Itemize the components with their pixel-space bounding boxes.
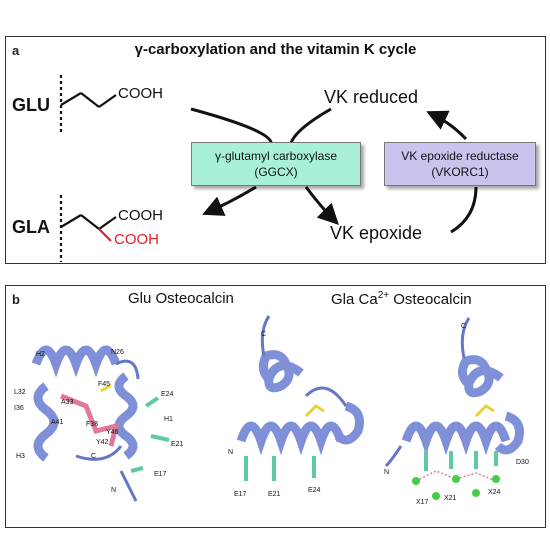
helix-right-top bbox=[457, 355, 504, 398]
res-h2: H2 bbox=[36, 351, 45, 358]
arrow-vk-epoxide-out bbox=[450, 186, 478, 234]
res-y42: Y42 bbox=[96, 439, 109, 446]
enzyme-vkorc1-box: VK epoxide reductase (VKORC1) bbox=[384, 142, 536, 186]
helix-right-low bbox=[401, 421, 511, 456]
enzyme-ggcx-name: γ-glutamyl carboxylase bbox=[214, 149, 338, 163]
middle-structure bbox=[236, 315, 364, 481]
res-e17-mid: E17 bbox=[234, 491, 247, 498]
calcium-ion-4 bbox=[472, 489, 480, 497]
res-c-left: C bbox=[91, 453, 96, 460]
enzyme-ggcx-abbrev: (GGCX) bbox=[254, 165, 298, 179]
calcium-ion-2 bbox=[432, 492, 440, 500]
glu-cooh: COOH bbox=[118, 85, 163, 102]
arrow-to-gla bbox=[202, 185, 257, 216]
arrow-vk-reduced-in bbox=[289, 107, 332, 144]
left-residue-labels: H2 N26 F45 L32 I36 A33 A41 F38 Y46 Y42 H… bbox=[14, 349, 184, 494]
vk-epoxide-label: VK epoxide bbox=[330, 223, 423, 243]
gla-cooh-added: COOH bbox=[114, 231, 159, 248]
loop-mid bbox=[260, 315, 348, 407]
arrow-to-vk-reduced bbox=[426, 110, 468, 141]
cycle-diagram bbox=[59, 75, 478, 262]
res-i36: I36 bbox=[14, 405, 24, 412]
res-c-mid: C bbox=[261, 331, 266, 338]
res-a41: A41 bbox=[51, 419, 64, 426]
res-n-left: N bbox=[111, 487, 116, 494]
res-h3: H3 bbox=[16, 453, 25, 460]
helix-h2 bbox=[31, 345, 121, 378]
res-a33: A33 bbox=[61, 399, 74, 406]
res-n26: N26 bbox=[111, 349, 124, 356]
right-structure bbox=[384, 317, 524, 500]
calcium-ion-5 bbox=[492, 475, 500, 483]
gla-title-prefix: Gla Ca bbox=[331, 291, 378, 308]
res-x24: X24 bbox=[488, 489, 501, 496]
helix-mid-right bbox=[334, 401, 364, 445]
side-right bbox=[424, 451, 498, 471]
helix-h3 bbox=[33, 382, 59, 462]
helix-mid-top bbox=[258, 350, 304, 393]
res-n-right: N bbox=[384, 469, 389, 476]
enzyme-vkorc1-abbrev: (VKORC1) bbox=[431, 165, 489, 179]
res-n-mid: N bbox=[228, 449, 233, 456]
gla-osteocalcin-title: Gla Ca2+ Osteocalcin bbox=[331, 290, 472, 308]
gla-label: GLA bbox=[12, 217, 50, 237]
arrow-glu-in bbox=[190, 107, 273, 146]
res-e21-mid: E21 bbox=[268, 491, 281, 498]
left-structure bbox=[31, 345, 170, 502]
glu-label: GLU bbox=[12, 95, 50, 115]
calcium-ion-3 bbox=[452, 475, 460, 483]
res-f45: F45 bbox=[98, 381, 110, 388]
res-e24-left: E24 bbox=[161, 391, 174, 398]
res-f38: F38 bbox=[86, 421, 98, 428]
disulfide-right bbox=[474, 404, 495, 418]
res-x17: X17 bbox=[416, 499, 429, 506]
right-residue-labels: C N D30 X17 X21 X24 bbox=[384, 323, 529, 506]
glu-osteocalcin-title: Glu Osteocalcin bbox=[128, 290, 234, 307]
helix-right-side bbox=[494, 411, 524, 455]
loop-left bbox=[75, 359, 140, 502]
gla-structure bbox=[59, 195, 117, 262]
loop-right bbox=[384, 317, 471, 468]
res-e17-left: E17 bbox=[154, 471, 167, 478]
res-y46: Y46 bbox=[106, 429, 119, 436]
res-e24-mid: E24 bbox=[308, 487, 321, 494]
calcium-ion-1 bbox=[412, 477, 420, 485]
middle-residue-labels: C N E17 E21 E24 bbox=[228, 331, 321, 498]
helix-h1 bbox=[114, 372, 138, 460]
disulfide-mid bbox=[304, 404, 325, 418]
helix-mid-low bbox=[236, 421, 346, 456]
side-chain-e24 bbox=[144, 396, 160, 408]
res-e21-left: E21 bbox=[171, 441, 184, 448]
disulfide-left bbox=[100, 383, 112, 393]
res-x21: X21 bbox=[444, 495, 457, 502]
side-chain-e17 bbox=[130, 466, 144, 473]
res-d30: D30 bbox=[516, 459, 529, 466]
panel-a: a γ-carboxylation and the vitamin K cycl… bbox=[5, 36, 546, 264]
arrow-to-vk-epoxide bbox=[304, 186, 339, 225]
panel-a-letter: a bbox=[12, 43, 20, 58]
osteocalcin-structures: H2 N26 F45 L32 I36 A33 A41 F38 Y46 Y42 H… bbox=[14, 315, 529, 506]
res-c-right: C bbox=[461, 323, 466, 330]
panel-b-letter: b bbox=[12, 292, 20, 307]
vk-reduced-label: VK reduced bbox=[324, 87, 419, 107]
panel-b: b Glu Osteocalcin Gla Ca2+ Osteocalcin H… bbox=[5, 285, 546, 528]
side-chain-e21 bbox=[150, 434, 170, 442]
enzyme-ggcx-box: γ-glutamyl carboxylase (GGCX) bbox=[191, 142, 361, 186]
hydrophobic-core bbox=[60, 393, 120, 447]
enzyme-vkorc1-name: VK epoxide reductase bbox=[401, 149, 519, 163]
glu-structure bbox=[59, 75, 117, 135]
res-h1: H1 bbox=[164, 416, 173, 423]
gla-title-suffix: Osteocalcin bbox=[389, 291, 472, 308]
gla-title-superscript: 2+ bbox=[377, 290, 390, 301]
panel-a-title: γ-carboxylation and the vitamin K cycle bbox=[134, 41, 417, 58]
res-l32: L32 bbox=[14, 389, 26, 396]
gla-cooh-1: COOH bbox=[118, 207, 163, 224]
